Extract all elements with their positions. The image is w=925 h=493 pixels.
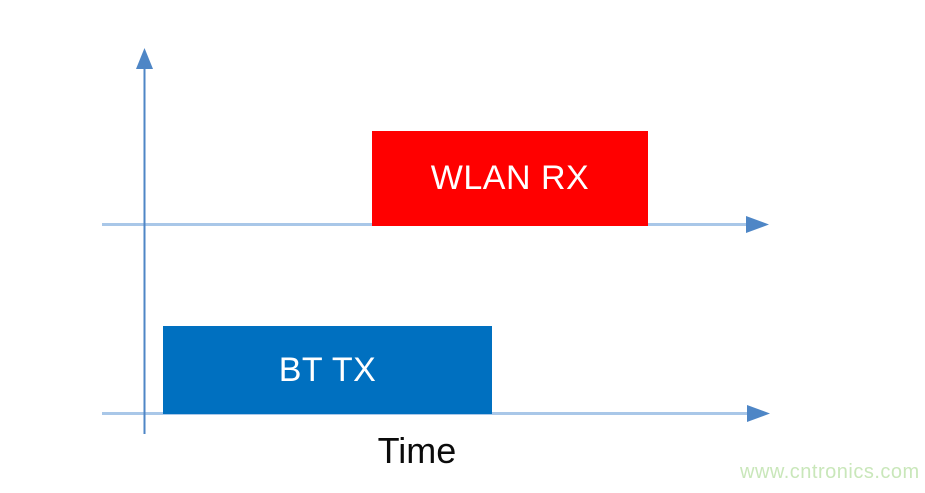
wlan-time-axis-arrow-icon [746, 216, 769, 233]
x-axis-label: Time [377, 430, 457, 471]
wlan-rx-bar: WLAN RX [372, 131, 648, 226]
y-axis-arrow-icon [136, 48, 153, 69]
bt-tx-bar-label: BT TX [278, 350, 377, 389]
wlan-rx-bar-label: WLAN RX [430, 159, 590, 197]
bt-tx-bar: BT TX [163, 326, 492, 414]
bt-time-axis-arrow-icon [747, 405, 770, 422]
watermark: www.cntronics.com [740, 461, 920, 483]
